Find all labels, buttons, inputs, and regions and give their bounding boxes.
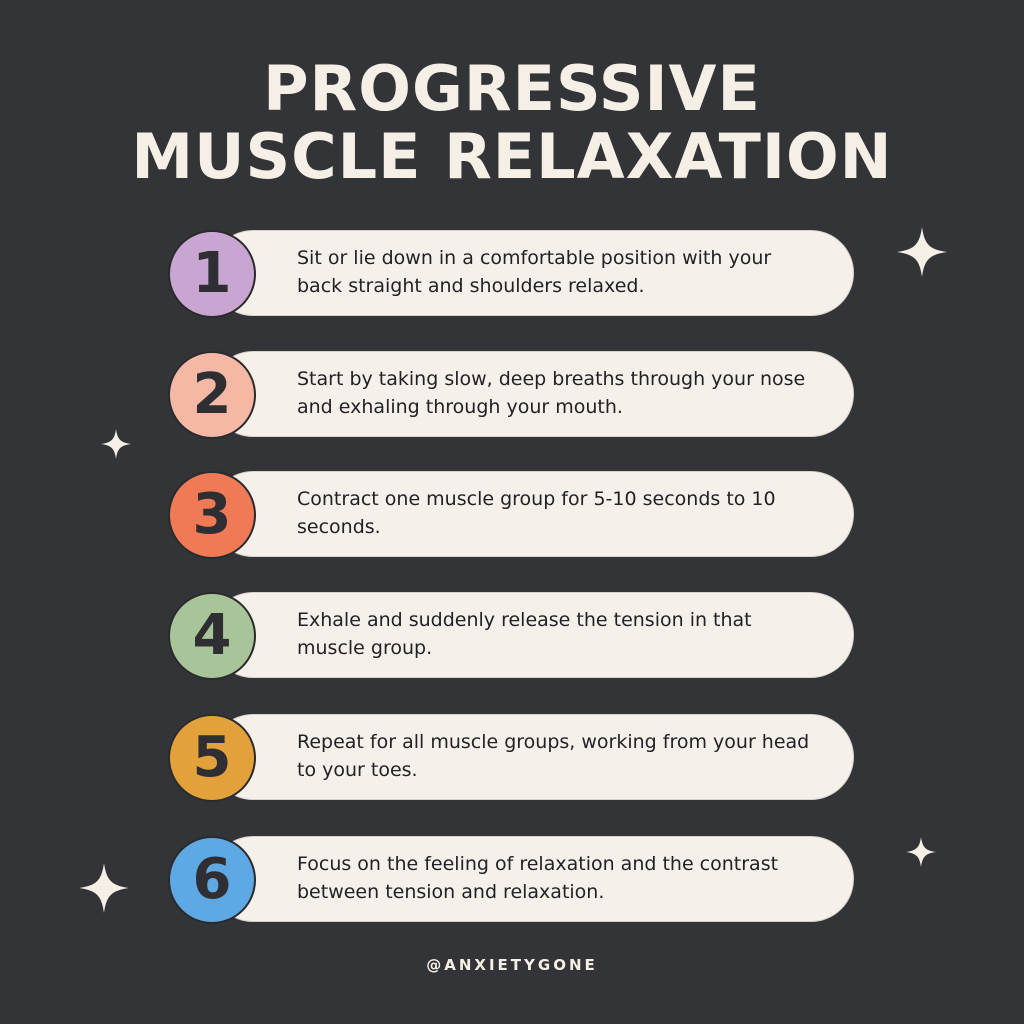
step-text: Repeat for all muscle groups, working fr… xyxy=(297,731,810,781)
step-pill xyxy=(210,230,854,316)
step-text: Exhale and suddenly release the tension … xyxy=(297,609,752,659)
step-5: 5 Repeat for all muscle groups, working … xyxy=(168,714,854,802)
step-text: Sit or lie down in a comfortable positio… xyxy=(297,247,772,297)
footer-handle: @ANXIETYGONE xyxy=(426,956,598,974)
sparkle-icon xyxy=(906,837,936,867)
step-text: Focus on the feeling of relaxation and t… xyxy=(297,853,779,903)
step-1: 1 Sit or lie down in a comfortable posit… xyxy=(168,230,854,318)
step-number-badge: 2 xyxy=(168,351,256,439)
step-number-badge: 6 xyxy=(168,836,256,924)
step-3: 3 Contract one muscle group for 5-10 sec… xyxy=(168,471,854,559)
step-pill xyxy=(210,471,854,557)
step-pill xyxy=(210,592,854,678)
step-number-badge: 1 xyxy=(168,230,256,318)
sparkle-icon xyxy=(897,227,947,277)
step-pill xyxy=(210,836,854,922)
sparkle-icon xyxy=(79,863,129,913)
step-pill xyxy=(210,714,854,800)
sparkle-icon xyxy=(101,429,131,459)
step-pill xyxy=(210,351,854,437)
step-text: Start by taking slow, deep breaths throu… xyxy=(297,368,806,418)
step-text: Contract one muscle group for 5-10 secon… xyxy=(297,488,776,538)
page-title-line-1: PROGRESSIVE xyxy=(263,52,761,125)
page-title-line-2: MUSCLE RELAXATION xyxy=(131,120,893,193)
step-number-badge: 3 xyxy=(168,471,256,559)
step-number-badge: 4 xyxy=(168,592,256,680)
step-4: 4 Exhale and suddenly release the tensio… xyxy=(168,592,854,680)
step-6: 6 Focus on the feeling of relaxation and… xyxy=(168,836,854,924)
step-number-badge: 5 xyxy=(168,714,256,802)
step-2: 2 Start by taking slow, deep breaths thr… xyxy=(168,351,854,439)
